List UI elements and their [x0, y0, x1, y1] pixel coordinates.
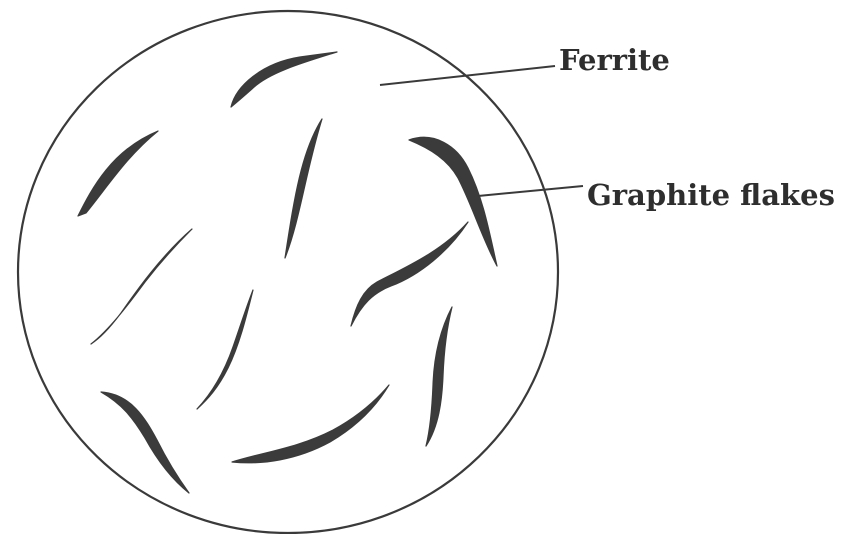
- graphite-flake: [426, 307, 452, 446]
- graphite-flakes-group: [78, 52, 497, 493]
- graphite-flake: [91, 229, 192, 344]
- graphite-flake: [409, 137, 497, 266]
- ferrite-label: Ferrite: [559, 43, 670, 77]
- graphite-flake: [285, 119, 322, 258]
- graphite-flake: [231, 52, 337, 107]
- graphite-flake: [101, 392, 189, 493]
- graphite-flakes-label: Graphite flakes: [587, 178, 835, 212]
- graphite-flake: [78, 131, 158, 216]
- graphite-leader-line: [478, 186, 583, 196]
- ferrite-leader-line: [380, 66, 555, 85]
- graphite-flake: [232, 385, 389, 463]
- graphite-flake: [197, 290, 253, 409]
